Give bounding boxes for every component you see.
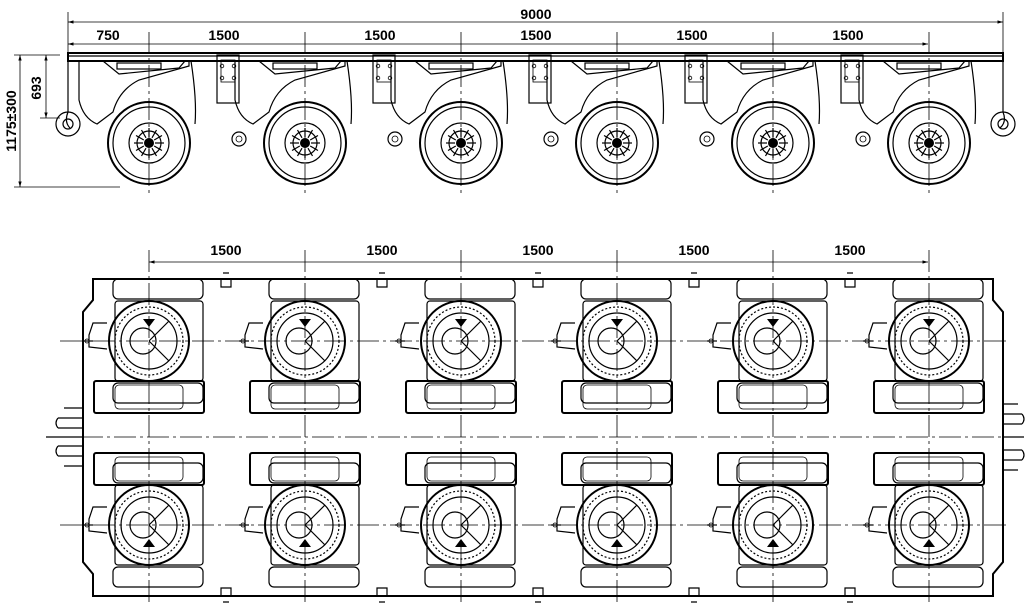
bolster-block [93, 452, 205, 486]
plan-view: 1500 1500 1500 1500 1500 [46, 242, 1025, 605]
side-deck [65, 52, 1006, 129]
plan-spacing-dimensions: 1500 1500 1500 1500 1500 [149, 242, 928, 264]
axle-spacing-dimensions: 750 1500 1500 1500 1500 1500 [68, 27, 928, 46]
wheel-icon [887, 101, 971, 185]
plan-spacing-label-4: 1500 [678, 242, 709, 258]
bolster-block [873, 452, 985, 486]
wheel-icon [575, 101, 659, 185]
plan-axle-unit [395, 272, 544, 414]
plan-axle-unit [83, 452, 232, 603]
side-axle-unit [78, 32, 197, 194]
plan-spacing-label-3: 1500 [522, 242, 553, 258]
plan-frame [48, 278, 1020, 597]
end-pivot-icon [55, 111, 81, 137]
height-min-label: 693 [28, 76, 44, 100]
bracket-plate [528, 54, 552, 104]
height-dimensions: 1175±300 693 [3, 54, 120, 188]
bolster-block [873, 380, 985, 414]
bracket-plate [840, 54, 864, 104]
left-coupling-icon [46, 407, 83, 467]
bolster-block [93, 380, 205, 414]
plan-axle-unit [707, 452, 856, 603]
end-offset-label: 750 [96, 27, 120, 43]
plan-spacing-label-5: 1500 [834, 242, 865, 258]
side-spacing-label-3: 1500 [520, 27, 551, 43]
plan-spacing-label-2: 1500 [366, 242, 397, 258]
wheel-icon [419, 101, 503, 185]
side-spacing-label-4: 1500 [676, 27, 707, 43]
side-spacing-label-1: 1500 [208, 27, 239, 43]
plan-axle-unit [863, 452, 985, 588]
plan-axle-unit [395, 452, 544, 603]
bolster-block [249, 452, 361, 486]
wheel-icon [731, 101, 815, 185]
plan-spacing-label-1: 1500 [210, 242, 241, 258]
side-spacing-label-5: 1500 [832, 27, 863, 43]
side-axle-unit [684, 32, 821, 194]
bracket-plate [684, 54, 708, 104]
plan-axles [83, 250, 985, 605]
plan-axle-unit [83, 272, 232, 414]
plan-axle-unit [551, 272, 700, 414]
height-range-label: 1175±300 [3, 90, 19, 152]
bolster-block [561, 452, 673, 486]
right-coupling-icon [1003, 403, 1025, 471]
bracket-plate [372, 54, 396, 104]
wheel-icon [263, 101, 347, 185]
wheel-icon [107, 101, 191, 185]
side-axles [55, 32, 1016, 194]
plan-axle-unit [707, 272, 856, 414]
plan-axle-unit [863, 278, 985, 414]
plan-axle-unit [239, 452, 388, 603]
bolster-block [717, 452, 829, 486]
side-axle-unit [216, 32, 353, 194]
plan-axle-unit [239, 272, 388, 414]
side-spacing-label-2: 1500 [364, 27, 395, 43]
bolster-block [405, 380, 517, 414]
bolster-block [249, 380, 361, 414]
side-axle-unit [372, 32, 509, 194]
overall-length-label: 9000 [520, 6, 551, 22]
bolster-block [717, 380, 829, 414]
side-axle-unit [528, 32, 665, 194]
side-axle-unit [840, 32, 977, 194]
plan-axle-unit [551, 452, 700, 603]
overall-length-dimension: 9000 [67, 6, 1004, 60]
bolster-block [561, 380, 673, 414]
end-pivot-icon [990, 111, 1016, 137]
side-view: 9000 750 1500 1500 1500 1500 1500 1175±3… [3, 6, 1016, 194]
bracket-plate [216, 54, 240, 104]
bolster-block [405, 452, 517, 486]
